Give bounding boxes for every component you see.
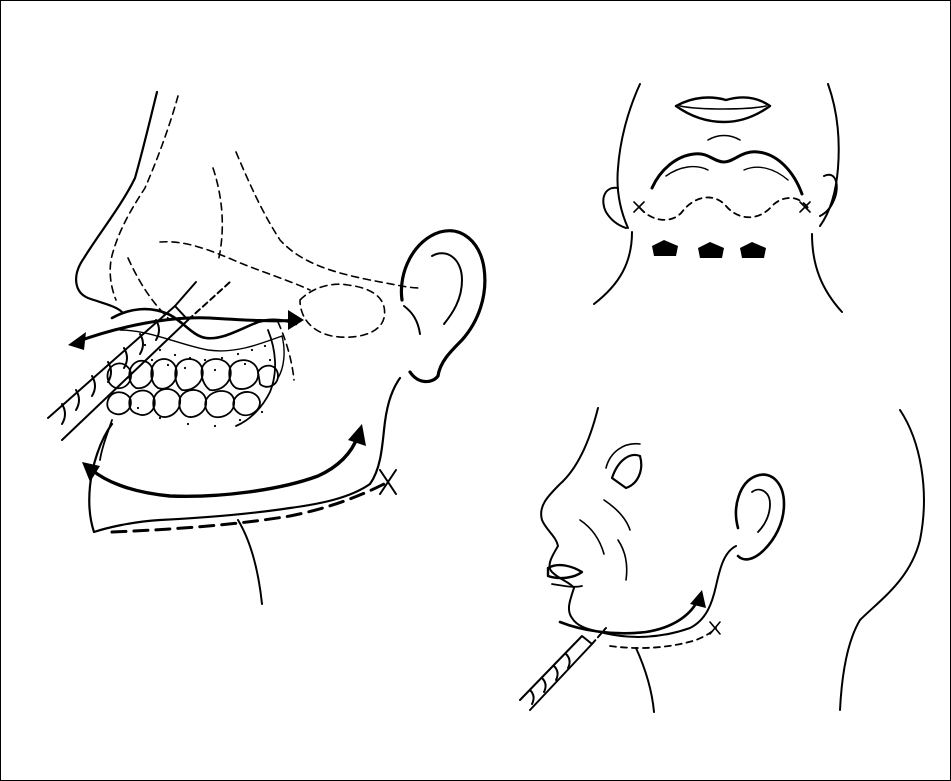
profile-lips [548,565,582,578]
chin-crease [708,136,740,141]
neck-outline [238,520,262,604]
lower-teeth [107,389,260,417]
profile-jaw [600,546,736,637]
incision-x-left [634,202,644,212]
profile-neck [636,648,654,712]
cheek-line-1 [604,500,630,530]
lateral-face-view [48,92,485,604]
cheek-line-3 [618,540,627,580]
profile-incision-dashed [610,628,716,648]
mandible-arrow-curve [92,436,358,496]
profile-arrowhead [690,590,706,608]
frontal-neck-right [812,234,842,312]
profile-arrow-curve [560,600,698,633]
profile-incision-x [710,622,720,634]
arrowhead-right-lower [348,424,366,446]
cheek-line-2 [580,520,604,554]
ear-lobe-detail [404,306,420,334]
maxilla-dashed-curve [160,242,310,290]
lateral-profile-view [520,408,924,712]
profile-instrument [520,628,606,710]
profile-lower-lip [552,584,582,587]
frontal-ear-left [603,188,626,228]
frontal-chin-view [594,84,842,312]
temporal-dashed-curve [236,152,420,288]
incision-end-mark [380,470,396,494]
arrowhead-left-upper [68,332,86,350]
orbit-dashed-curve [213,168,222,262]
direction-markers [652,240,766,258]
profile-ear-inner [752,490,770,532]
mandible-ridge [652,152,802,194]
frontal-neck-left [594,232,632,304]
ear-inner-fold [432,253,462,324]
frontal-dashed-incision [640,197,808,219]
nasal-dashed-outline [110,96,178,300]
condyle-dashed-outline [300,284,385,337]
face-profile-outline [76,92,157,312]
profile-ear [736,475,784,560]
mandible-ridge-inner [666,167,788,180]
profile-head-back [840,410,924,710]
chin-jaw-outline [89,378,400,532]
profile-outline [541,408,600,632]
upper-teeth [107,359,278,390]
frontal-lip-line [680,106,766,109]
profile-eye [612,455,641,488]
